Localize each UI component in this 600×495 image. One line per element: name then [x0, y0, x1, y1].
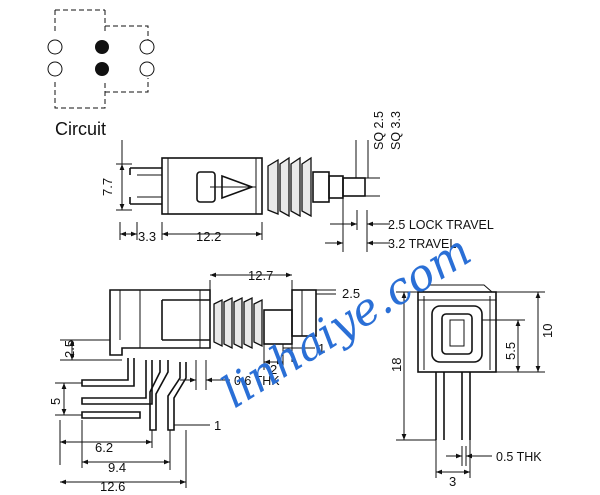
side-pin: [149, 360, 169, 431]
dim-pin-offset: 3.3: [138, 229, 156, 244]
dim-travel: 3.2 TRAVEL: [388, 237, 456, 251]
front-view: 18 10 5.5 3 0.5 THK: [389, 284, 555, 489]
dim-body-length: 12.2: [196, 229, 221, 244]
top-view: 7.7 3.3 12.2 SQ 2.5 SQ 3.3 2.5 LOCK TRAV…: [100, 111, 494, 252]
dim-thickness: 0.6 THK: [234, 374, 280, 388]
side-pin: [81, 360, 153, 405]
switch-body: [161, 157, 263, 215]
side-spring: [213, 296, 263, 350]
circuit-pin: [139, 39, 155, 55]
dim-width-94: 9.4: [108, 460, 126, 475]
front-housing: [417, 291, 497, 373]
shaft: [342, 177, 366, 197]
circuit-pin: [95, 62, 109, 76]
dim-pin-height: 2.5: [62, 340, 77, 358]
dim-2: 2: [270, 362, 277, 377]
front-pins: [435, 372, 471, 440]
dim-1a: 1: [318, 341, 325, 356]
dim-side-length: 12.7: [248, 268, 273, 283]
circuit-pin: [139, 61, 155, 77]
dim-width-62: 6.2: [95, 440, 113, 455]
side-pin: [167, 362, 187, 431]
circuit-diagram: Circuit: [47, 9, 155, 139]
spring: [267, 156, 312, 218]
dim-pin-thickness: 0.5 THK: [496, 450, 542, 464]
dim-height-10: 10: [540, 324, 555, 338]
dim-height-55: 5.5: [503, 342, 518, 360]
dim-width-3: 3: [449, 474, 456, 489]
side-pin: [81, 358, 135, 387]
dim-lock-travel: 2.5 LOCK TRAVEL: [388, 218, 494, 232]
circuit-label: Circuit: [55, 119, 106, 139]
dim-shaft-out: 2.5: [342, 286, 360, 301]
circuit-pin: [47, 39, 63, 55]
side-view: 12.7 2.5 2 1 2.5 5 0.6 THK 1 6.2 9.4 12.: [48, 268, 360, 494]
watermark: linhaiye.com: [213, 225, 480, 418]
dim-shaft-square-b: SQ 3.3: [389, 111, 403, 150]
dim-1b: 1: [214, 418, 221, 433]
dim-width-126: 12.6: [100, 479, 125, 494]
circuit-pin: [95, 40, 109, 54]
dim-height-18: 18: [389, 358, 404, 372]
dim-shaft-square-a: SQ 2.5: [372, 111, 386, 150]
circuit-pin: [47, 61, 63, 77]
dim-pin-pitch: 5: [48, 398, 63, 405]
dim-height: 7.7: [100, 178, 115, 196]
front-window: [431, 305, 483, 363]
